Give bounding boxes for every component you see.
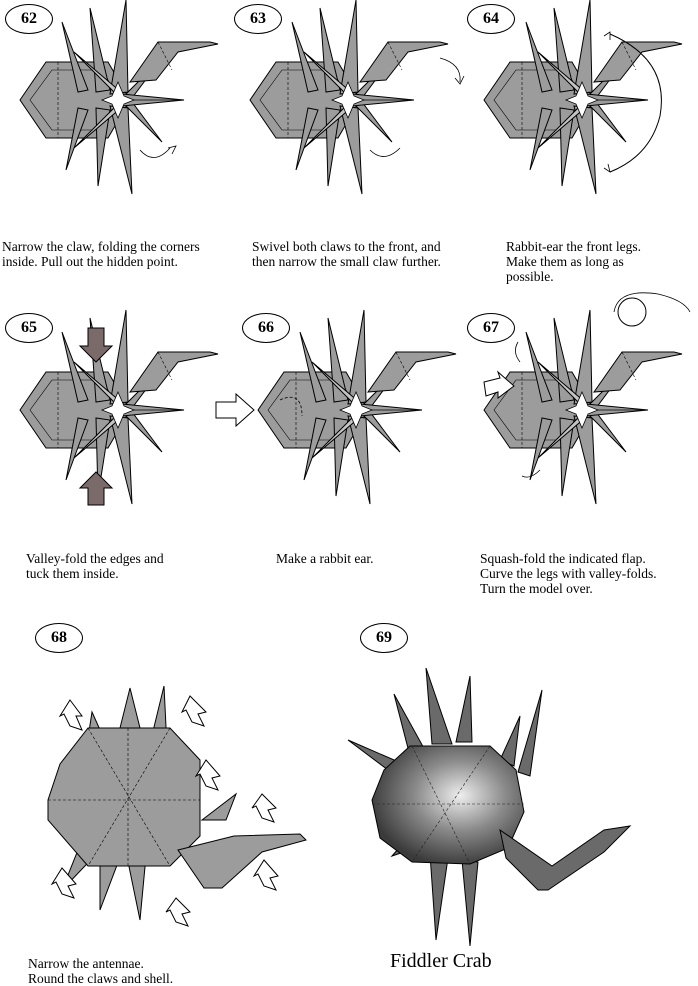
- step-64-figure: [483, 0, 683, 195]
- step-65-number: 65: [5, 313, 53, 343]
- step-68-figure: [47, 685, 307, 927]
- step-63-figure: [249, 0, 465, 195]
- step-62-figure: [19, 0, 219, 195]
- step-65-figure: [19, 309, 219, 506]
- step-69-number: 69: [360, 623, 408, 653]
- step-67-number: 67: [467, 313, 515, 343]
- step-65-caption: Valley-fold the edges and tuck them insi…: [26, 551, 164, 581]
- step-62-number: 62: [5, 4, 53, 34]
- step-64-caption: Rabbit-ear the front legs. Make them as …: [506, 239, 641, 284]
- step-66-caption: Make a rabbit ear.: [276, 551, 374, 566]
- step-63-caption: Swivel both claws to the front, and then…: [252, 239, 441, 269]
- step-63-number: 63: [234, 4, 282, 34]
- step-66-number: 66: [242, 313, 290, 343]
- step-64-number: 64: [467, 4, 515, 34]
- step-66-figure: [215, 309, 457, 505]
- final-model-title: Fiddler Crab: [390, 950, 492, 972]
- step-62-caption: Narrow the claw, folding the corners ins…: [2, 239, 200, 269]
- step-68-number: 68: [35, 623, 83, 653]
- step-67-caption: Squash-fold the indicated flap. Curve th…: [480, 551, 657, 596]
- step-68-caption: Narrow the antennae. Round the claws and…: [28, 956, 174, 986]
- step-67-figure: [483, 292, 691, 505]
- step-69-figure: [347, 667, 632, 947]
